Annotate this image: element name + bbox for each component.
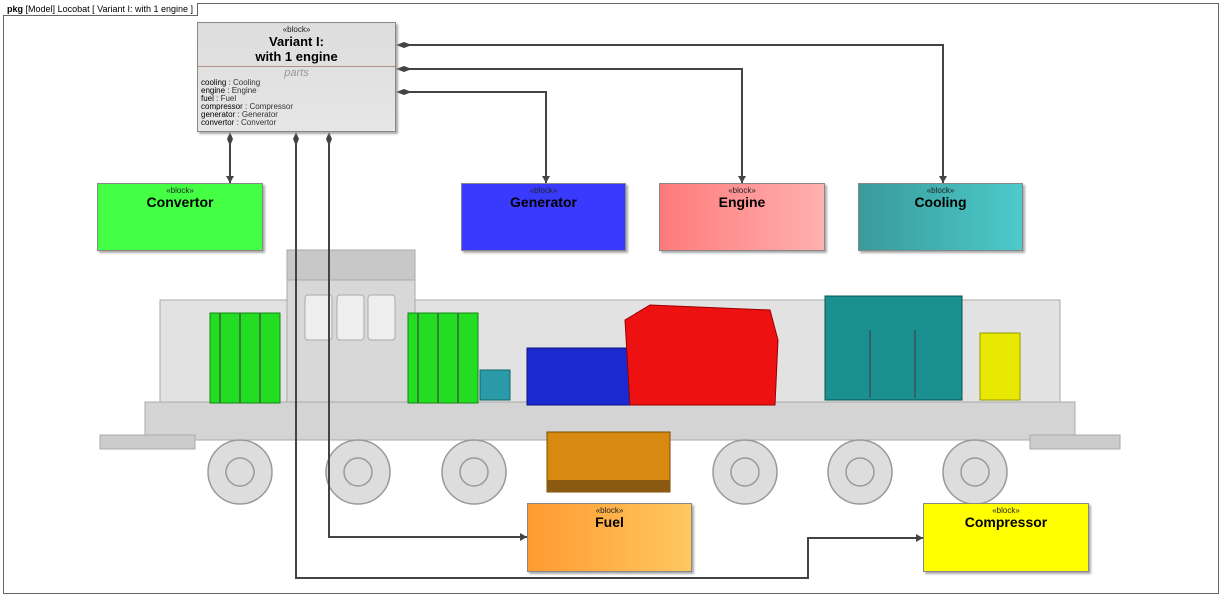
block-variant-1[interactable]: «block» Variant I: with 1 engine parts c… xyxy=(197,22,396,132)
block-stereotype: «block» xyxy=(992,506,1020,515)
part-item[interactable]: compressor : Compressor xyxy=(201,102,294,111)
arrowheads xyxy=(226,176,947,542)
parts-compartment-title: parts xyxy=(284,67,309,79)
block-cooling[interactable]: «block» Cooling xyxy=(858,183,1023,251)
block-convertor[interactable]: «block» Convertor xyxy=(97,183,263,251)
block-stereotype: «block» xyxy=(595,506,624,515)
block-stereotype: «block» xyxy=(728,186,756,195)
block-name-line2: with 1 engine xyxy=(255,49,338,64)
block-name: Compressor xyxy=(964,514,1048,530)
block-stereotype: «block» xyxy=(926,186,955,195)
part-item[interactable]: cooling : Cooling xyxy=(201,78,261,87)
components xyxy=(209,295,1021,493)
frame-label: pkg [Model] Locobat [ Variant I: with 1 … xyxy=(3,3,198,16)
block-stereotype: «block» xyxy=(529,186,558,195)
wheels xyxy=(207,439,1008,505)
block-stereotype: «block» xyxy=(166,186,194,195)
frame-kind: pkg xyxy=(7,4,24,14)
diagram-frame xyxy=(3,3,1219,594)
frame-context: [Model] xyxy=(25,4,56,14)
block-compressor[interactable]: «block» Compressor xyxy=(923,503,1089,572)
part-item[interactable]: generator : Generator xyxy=(201,110,278,119)
block-engine[interactable]: «block» Engine xyxy=(659,183,825,251)
frame-name: Locobat xyxy=(57,4,90,14)
block-name: Cooling xyxy=(914,194,967,210)
block-name: Variant I: xyxy=(269,34,324,49)
part-item[interactable]: convertor : Convertor xyxy=(201,118,277,127)
block-name: Engine xyxy=(718,194,766,210)
block-name: Fuel xyxy=(595,514,624,530)
block-name: Generator xyxy=(510,194,577,210)
composition-diamonds xyxy=(227,42,412,146)
block-stereotype: «block» xyxy=(282,25,311,34)
block-fuel[interactable]: «block» Fuel xyxy=(527,503,692,572)
block-name: Convertor xyxy=(146,194,214,210)
frame-diagram-name: [ Variant I: with 1 engine ] xyxy=(92,4,193,14)
part-item[interactable]: fuel : Fuel xyxy=(201,94,237,103)
block-generator[interactable]: «block» Generator xyxy=(461,183,626,251)
part-item[interactable]: engine : Engine xyxy=(201,86,257,95)
parts-list: cooling : Cooling engine : Engine fuel :… xyxy=(198,79,395,127)
